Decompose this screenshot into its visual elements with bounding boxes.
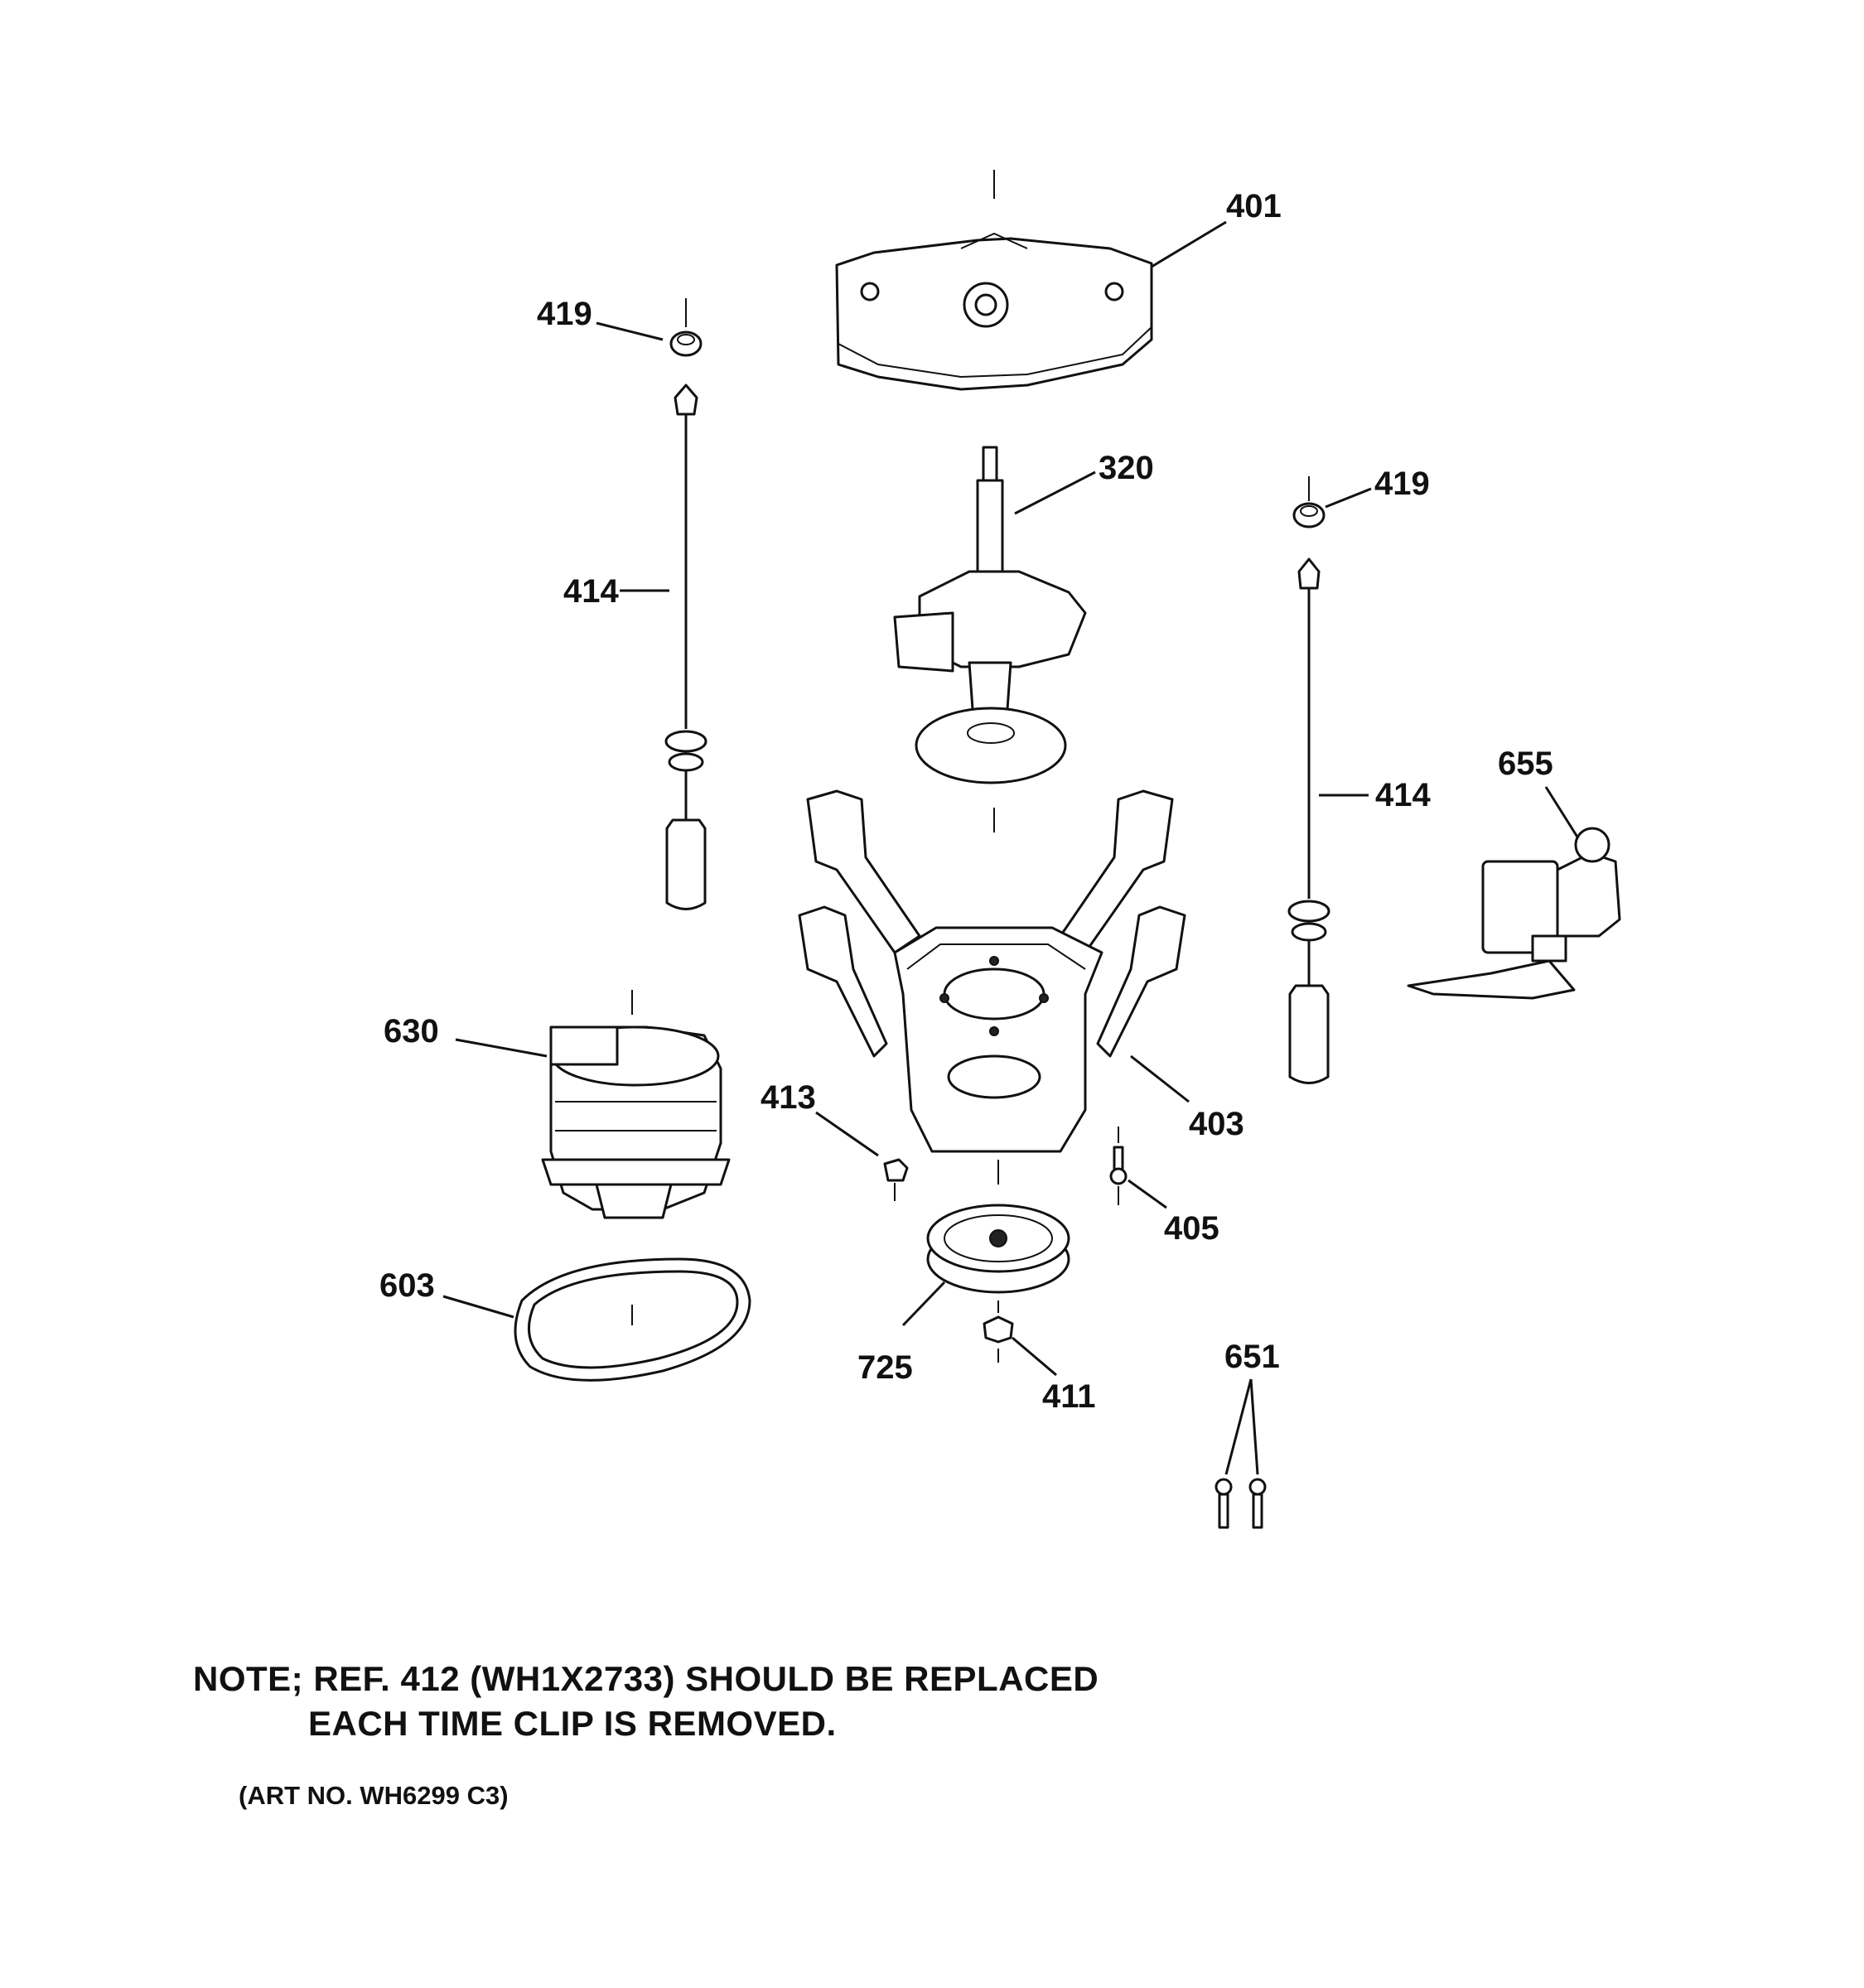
callout-401: 401 — [1226, 188, 1282, 224]
callout-411: 411 — [1042, 1378, 1096, 1415]
part-320-transmission — [893, 446, 1087, 784]
part-414-right-rod — [1287, 557, 1330, 1084]
note-line-2: EACH TIME CLIP IS REMOVED. — [308, 1704, 837, 1743]
part-401-cover — [835, 170, 1153, 391]
part-413-nut — [883, 1158, 909, 1201]
callout-320: 320 — [1099, 450, 1154, 486]
callout-630: 630 — [384, 1013, 439, 1049]
part-651-screws — [1214, 1478, 1267, 1529]
leader-419-right — [1325, 487, 1372, 509]
leader-413 — [815, 1111, 879, 1157]
part-630-motor — [541, 990, 731, 1219]
callout-419-right: 419 — [1374, 466, 1430, 502]
callout-603: 603 — [379, 1267, 435, 1304]
leader-655 — [1544, 786, 1580, 839]
part-411-nut — [983, 1300, 1014, 1363]
leader-411 — [1012, 1336, 1057, 1377]
part-419-left-nut — [669, 298, 703, 357]
part-603-belt — [514, 1257, 751, 1382]
callout-414-left: 414 — [563, 573, 619, 610]
leader-419-left — [596, 321, 664, 341]
callout-413: 413 — [761, 1079, 816, 1116]
callout-405: 405 — [1164, 1210, 1219, 1247]
callout-414-right: 414 — [1375, 777, 1431, 813]
leader-630 — [455, 1038, 548, 1058]
part-655-pump — [1407, 827, 1621, 1000]
leader-403 — [1130, 1054, 1190, 1103]
callout-655: 655 — [1498, 746, 1553, 782]
leader-401 — [1151, 220, 1227, 268]
part-405-screw — [1109, 1127, 1128, 1205]
part-414-left-rod — [664, 384, 707, 910]
part-403-bracket — [798, 789, 1186, 1153]
leader-603 — [442, 1295, 514, 1319]
leader-651-b — [1249, 1378, 1259, 1475]
leader-725 — [901, 1281, 946, 1327]
callout-725: 725 — [857, 1349, 913, 1386]
leader-320 — [1014, 470, 1096, 515]
leader-405 — [1128, 1179, 1167, 1209]
part-725-pulley — [926, 1160, 1070, 1294]
part-419-right-nut — [1292, 476, 1326, 528]
callout-419-left: 419 — [537, 296, 592, 332]
art-number: (ART NO. WH6299 C3) — [239, 1781, 509, 1810]
callout-403: 403 — [1189, 1106, 1244, 1142]
callout-651: 651 — [1224, 1339, 1280, 1375]
note-line-1: NOTE; REF. 412 (WH1X2733) SHOULD BE REPL… — [193, 1659, 1099, 1698]
leader-651-a — [1224, 1378, 1253, 1475]
